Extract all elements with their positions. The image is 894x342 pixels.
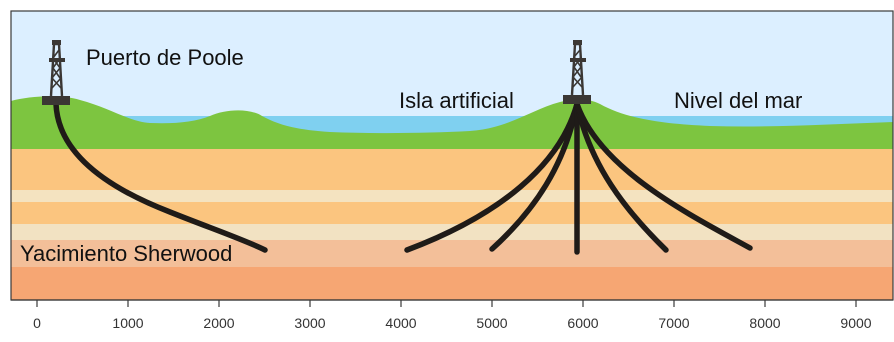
port-label: Puerto de Poole — [86, 45, 244, 70]
axis-tick-label: 8000 — [749, 315, 780, 331]
axis-tick-label: 9000 — [840, 315, 871, 331]
stratum-layer — [11, 190, 893, 202]
strata-layers — [11, 149, 893, 300]
axis-tick-label: 0 — [33, 315, 41, 331]
land-profile — [11, 96, 893, 149]
oil-rig-icon — [563, 40, 591, 104]
distance-axis: 0 1000 2000 3000 4000 5000 6000 7000 800… — [11, 299, 893, 331]
wells-group — [53, 101, 753, 255]
axis-tick-label: 4000 — [385, 315, 416, 331]
stratum-layer — [11, 267, 893, 300]
well-path-island-4 — [574, 101, 669, 253]
well-path-poole — [53, 101, 268, 253]
oil-rig-icon — [42, 40, 70, 105]
reservoir-label: Yacimiento Sherwood — [20, 241, 232, 266]
well-path-island-2 — [489, 101, 580, 252]
sea-level-label: Nivel del mar — [674, 88, 802, 113]
stratum-layer — [11, 149, 893, 190]
axis-tick-label: 6000 — [567, 315, 598, 331]
axis-tick-label: 2000 — [203, 315, 234, 331]
axis-tick-label: 1000 — [112, 315, 143, 331]
island-label: Isla artificial — [399, 88, 514, 113]
axis-tick-label: 3000 — [294, 315, 325, 331]
stratum-layer — [11, 202, 893, 224]
well-path-island-1 — [404, 101, 580, 253]
axis-tick-label: 5000 — [476, 315, 507, 331]
well-path-island-5 — [574, 101, 753, 251]
axis-tick-label: 7000 — [658, 315, 689, 331]
